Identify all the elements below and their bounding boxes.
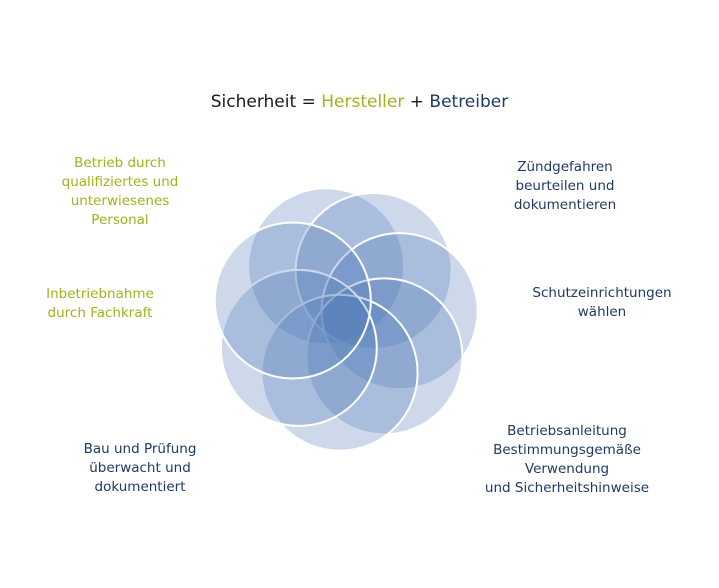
label-line: Betrieb durch xyxy=(74,155,166,171)
label-line: dokumentieren xyxy=(513,197,617,213)
label-line: Bestimmungsgemäße xyxy=(493,442,641,458)
label-line: beurteilen und xyxy=(515,178,615,194)
label-line: qualifiziertes und xyxy=(61,174,179,190)
label-line: dokumentiert xyxy=(94,479,186,495)
label-line: Schutzeinrichtungen xyxy=(532,285,672,301)
label-line: Betriebsanleitung xyxy=(507,423,627,439)
title-hersteller: Hersteller xyxy=(321,92,405,112)
label-line: Personal xyxy=(91,212,149,228)
petal-circle xyxy=(219,268,378,427)
title-betreiber: Betreiber xyxy=(429,92,509,112)
label-betriebsanleitung: Betriebsanleitung Bestimmungsgemäße Verw… xyxy=(462,422,672,498)
label-zuendgefahren: Zündgefahren beurteilen und dokumentiere… xyxy=(495,158,635,215)
title-plus: + xyxy=(409,92,424,112)
petal-circle xyxy=(213,221,372,380)
label-line: und Sicherheitshinweise xyxy=(484,480,650,496)
label-line: durch Fachkraft xyxy=(47,305,153,321)
label-inbetriebnahme: Inbetriebnahme durch Fachkraft xyxy=(30,285,170,323)
petal-group xyxy=(213,187,479,452)
diagram-title: Sicherheit = Hersteller + Betreiber xyxy=(0,92,719,112)
label-line: Bau und Prüfung xyxy=(83,441,197,457)
label-line: Verwendung xyxy=(524,461,610,477)
petal-circle xyxy=(305,277,464,436)
label-line: Inbetriebnahme xyxy=(46,286,154,302)
label-betrieb-personal: Betrieb durch qualifiziertes und unterwi… xyxy=(50,154,190,230)
title-sicherheit: Sicherheit xyxy=(210,92,297,112)
label-line: überwacht und xyxy=(89,460,191,476)
label-line: unterwiesenes xyxy=(70,193,170,209)
petal-circle xyxy=(294,192,453,350)
label-line: Zündgefahren xyxy=(517,159,613,175)
label-line: wählen xyxy=(577,304,627,320)
title-equals: = xyxy=(301,92,316,112)
label-schutzeinrichtungen: Schutzeinrichtungen wählen xyxy=(512,284,692,322)
label-bau-pruefung: Bau und Prüfung überwacht und dokumentie… xyxy=(65,440,215,497)
